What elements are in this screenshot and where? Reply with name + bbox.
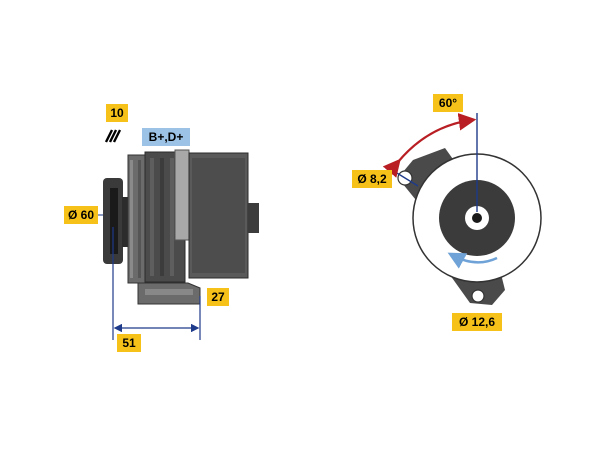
alternator-side-view [103,149,259,305]
label-diameter-8-2: Ø 8,2 [352,170,392,188]
lower-ear-hole [471,289,485,303]
pulley-groove [110,188,118,254]
side-dimensions [96,214,201,340]
label-diameter-pulley: Ø 60 [64,206,98,224]
front-annotations [382,113,478,212]
hatch-icon [104,129,122,143]
rear-cap [248,203,259,233]
label-ten: 10 [106,104,128,122]
label-diameter-12-6: Ø 12,6 [452,313,502,331]
label-length-51: 51 [117,334,141,352]
label-length-27: 27 [207,288,229,306]
terminal-strip [174,149,190,241]
angle-arc-icon [382,113,477,178]
rotation-arrow-icon [447,252,498,269]
shaft [472,213,482,223]
alternator-front-view [397,148,542,305]
label-angle-60: 60° [433,94,463,112]
pulley-hub [122,197,130,247]
label-terminals: B+,D+ [142,128,190,146]
